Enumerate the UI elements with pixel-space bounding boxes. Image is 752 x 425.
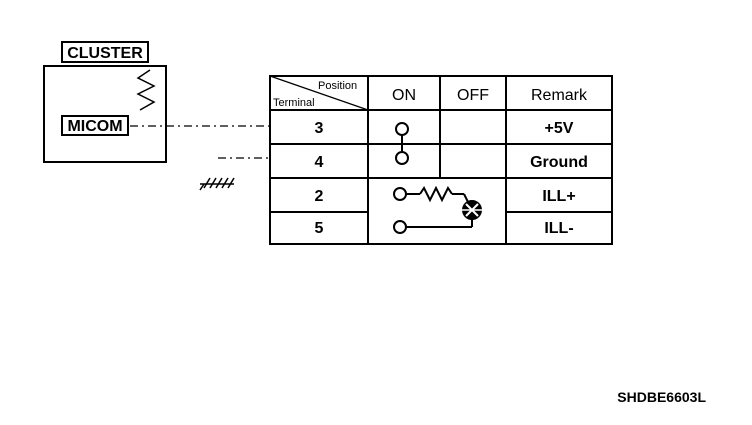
remark-ground: Ground — [530, 154, 588, 171]
ground-hatch — [199, 177, 235, 191]
terminal-4: 4 — [315, 154, 324, 171]
terminal-3: 3 — [315, 120, 324, 137]
lamp-icon — [462, 200, 482, 220]
remark-ill-plus: ILL+ — [542, 188, 575, 205]
cluster-zigzag — [136, 69, 156, 111]
resistor-icon — [419, 185, 453, 203]
corner-position-label: Position — [318, 80, 357, 92]
corner-terminal-label: Terminal — [273, 97, 315, 109]
cluster-label-box — [61, 41, 149, 63]
cluster-box — [43, 65, 167, 163]
cluster-title: CLUSTER — [67, 45, 143, 62]
header-remark: Remark — [531, 87, 588, 104]
micom-label: MICOM — [67, 118, 122, 135]
header-off: OFF — [457, 87, 489, 104]
remark-ill-minus: ILL- — [544, 220, 573, 237]
on-3-4-connection — [395, 122, 409, 165]
corner-diagonal — [269, 75, 369, 111]
diagram-code: SHDBE6603L — [617, 389, 706, 405]
micom-label-box — [61, 115, 129, 136]
illumination-circuit — [393, 185, 482, 234]
remark-5v: +5V — [545, 120, 574, 137]
terminal-2: 2 — [315, 188, 324, 205]
terminal-5: 5 — [315, 220, 324, 237]
header-on: ON — [392, 87, 416, 104]
